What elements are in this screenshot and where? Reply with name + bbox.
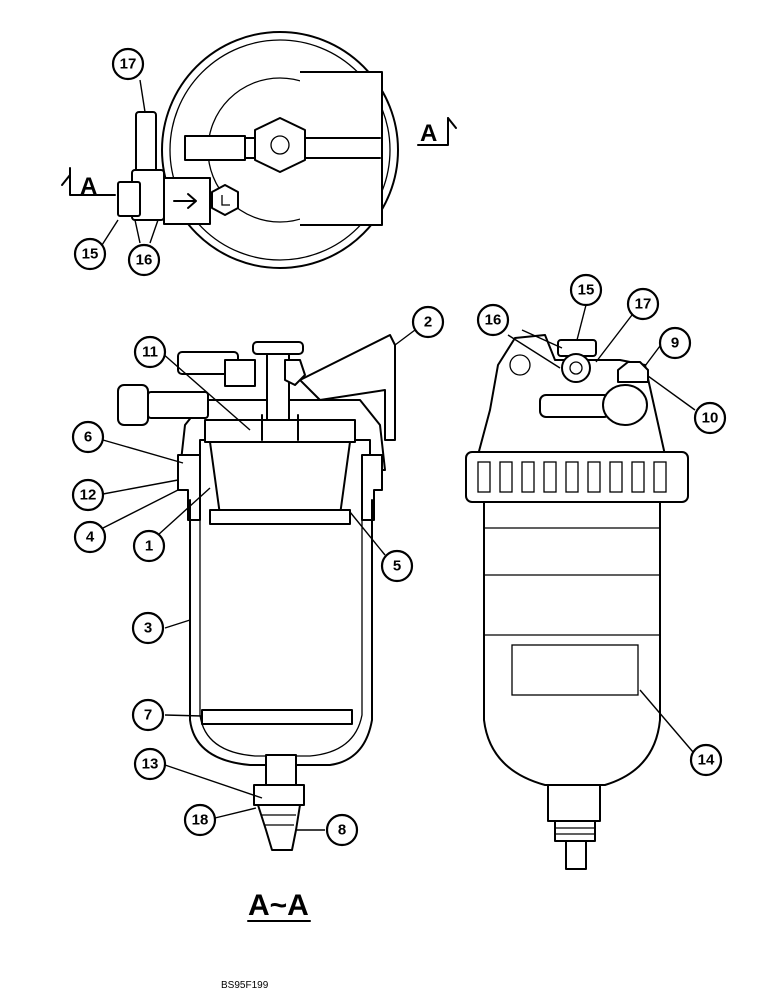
callout-17-ext: 17 (626, 287, 660, 321)
section-mark-left: A (80, 173, 97, 200)
callout-label: 15 (82, 246, 99, 263)
section-view (117, 334, 396, 851)
callout-4: 4 (73, 520, 107, 554)
figure-code: BS95F199 (221, 980, 269, 991)
callout-10: 10 (693, 401, 727, 435)
callout-label: 17 (120, 56, 137, 73)
callout-1: 1 (132, 529, 166, 563)
callout-label: 16 (136, 252, 153, 269)
callout-9: 9 (658, 326, 692, 360)
callout-15-ext: 15 (569, 273, 603, 307)
callout-18: 18 (183, 803, 217, 837)
callout-2: 2 (411, 305, 445, 339)
callout-label: 7 (144, 707, 152, 724)
section-arrow-right: A (417, 117, 457, 147)
callout-label: 16 (485, 312, 502, 329)
callout-label: 15 (578, 282, 595, 299)
callout-label: 12 (80, 487, 97, 504)
callout-8: 8 (325, 813, 359, 847)
exterior-view (465, 334, 689, 870)
callout-5: 5 (380, 549, 414, 583)
callout-label: 1 (145, 538, 153, 555)
callout-11: 11 (133, 335, 167, 369)
leader-lines (101, 79, 696, 831)
callout-label: 9 (671, 335, 679, 352)
callout-6: 6 (71, 420, 105, 454)
callouts: 17 15 16 2 11 6 12 4 (71, 47, 727, 847)
callout-14: 14 (689, 743, 723, 777)
callout-17-top: 17 (111, 47, 145, 81)
callout-label: 5 (393, 558, 401, 575)
callout-15-top: 15 (73, 237, 107, 271)
callout-label: 17 (635, 296, 652, 313)
callout-label: 13 (142, 756, 159, 773)
callout-label: 10 (702, 410, 719, 427)
top-view (117, 31, 399, 269)
callout-16-top: 16 (127, 243, 161, 277)
callout-label: 4 (86, 529, 95, 546)
callout-label: 2 (424, 314, 432, 331)
callout-3: 3 (131, 611, 165, 645)
callout-label: 8 (338, 822, 346, 839)
callout-label: 14 (698, 752, 715, 769)
callout-label: 3 (144, 620, 152, 637)
callout-7: 7 (131, 698, 165, 732)
section-arrow-left: A (61, 167, 116, 200)
ring-ribs (477, 461, 667, 493)
callout-16-ext: 16 (476, 303, 510, 337)
callout-13: 13 (133, 747, 167, 781)
callout-label: 18 (192, 812, 209, 829)
callout-label: 11 (142, 344, 158, 361)
callout-label: 6 (84, 429, 92, 446)
section-title-text: A~A (248, 889, 309, 922)
section-title: A~A (247, 889, 311, 922)
callout-12: 12 (71, 478, 105, 512)
section-mark-right: A (420, 120, 437, 147)
